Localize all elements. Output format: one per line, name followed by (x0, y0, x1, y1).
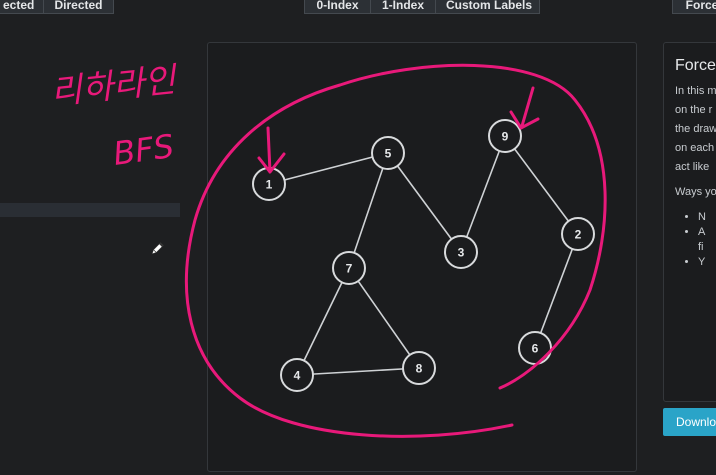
ways-text: Ways yo (675, 186, 716, 198)
node-label-7: 7 (346, 262, 353, 276)
node-label-3: 3 (458, 246, 465, 260)
desc-line: In this m (675, 85, 716, 97)
list-item: N (698, 210, 706, 225)
desc-line: act like (675, 161, 710, 173)
list-item: A (698, 225, 706, 240)
annotation-arrow-9 (509, 86, 540, 130)
annotation-arrow-1 (257, 126, 286, 174)
graph-node[interactable]: 7 (332, 251, 366, 285)
edge-4-8 (296, 367, 420, 376)
handwriting-text-2: BFS (111, 127, 176, 173)
desc-line: the draw (675, 123, 716, 135)
node-label-5: 5 (385, 147, 392, 161)
list-item: Y (698, 255, 706, 270)
graph-node[interactable]: 5 (371, 136, 405, 170)
edge-7-8 (348, 267, 420, 369)
ways-list: N A fi Y (698, 210, 706, 270)
edge-9-2 (504, 135, 579, 235)
annotation-loop (184, 63, 607, 438)
info-panel: Force In this m on the r the draw on eac… (663, 42, 716, 402)
node-label-4: 4 (294, 369, 301, 383)
graph-node[interactable]: 8 (402, 351, 436, 385)
pen-annotation (184, 63, 607, 438)
edge-7-4 (296, 267, 350, 376)
node-label-8: 8 (416, 362, 423, 376)
download-button[interactable]: Downlo (663, 408, 716, 436)
graph-node[interactable]: 4 (280, 358, 314, 392)
edge-1-5 (268, 152, 389, 185)
desc-line: on the r (675, 104, 713, 116)
handwriting-text-1: 리하라인 (49, 60, 180, 113)
custom-labels-button[interactable]: Custom Labels (435, 0, 540, 14)
graph-node[interactable]: 9 (488, 119, 522, 153)
graph-canvas[interactable] (207, 42, 637, 472)
node-label-6: 6 (532, 342, 539, 356)
list-item: fi (698, 241, 704, 253)
edge-2-6 (534, 233, 579, 349)
directed-button[interactable]: Directed (43, 0, 114, 14)
input-line-highlight[interactable] (0, 203, 180, 217)
desc-line: on each (675, 142, 715, 154)
edge-3-9 (460, 135, 506, 253)
one-index-button[interactable]: 1-Index (370, 0, 436, 14)
node-label-9: 9 (502, 130, 509, 144)
edge-5-7 (348, 152, 389, 269)
graph-node[interactable]: 2 (561, 217, 595, 251)
pen-cursor-icon (151, 242, 164, 255)
undirected-button[interactable]: ected (0, 0, 44, 14)
node-label-1: 1 (266, 178, 273, 192)
node-label-2: 2 (575, 228, 582, 242)
panel-title: Force (675, 57, 716, 74)
graph-node[interactable]: 3 (444, 235, 478, 269)
edge-5-3 (387, 152, 462, 253)
graph-node[interactable]: 6 (518, 331, 552, 365)
force-button[interactable]: Force (672, 0, 716, 14)
panel-description: In this m on the r the draw on each act … (675, 82, 716, 177)
